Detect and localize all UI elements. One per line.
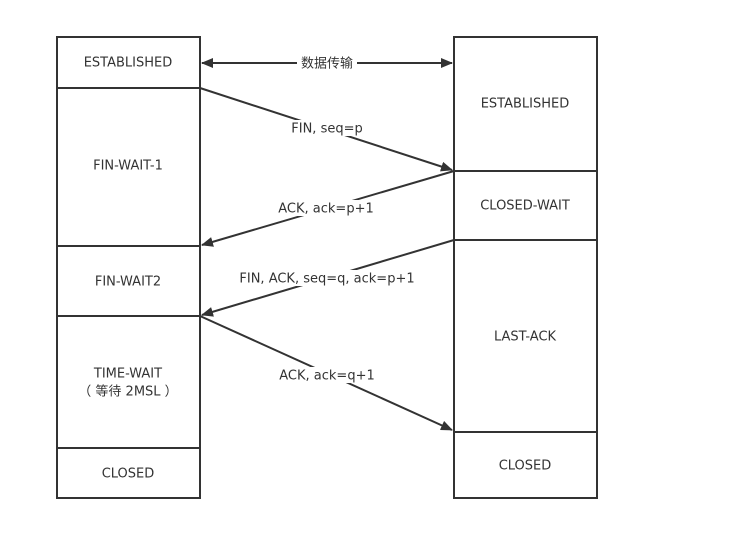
- state-client-established: ESTABLISHED: [56, 36, 201, 89]
- message-ack2: ACK, ack=q+1: [199, 315, 453, 431]
- state-sublabel: （ 等待 2MSL ）: [78, 384, 177, 400]
- state-label: ESTABLISHED: [84, 56, 173, 71]
- state-server-established: ESTABLISHED: [453, 36, 598, 172]
- state-client-closed: CLOSED: [56, 447, 201, 499]
- state-label: CLOSED: [102, 467, 155, 482]
- message-ack1: ACK, ack=p+1: [201, 170, 455, 247]
- state-closed-wait: CLOSED-WAIT: [453, 170, 598, 241]
- state-label: ESTABLISHED: [481, 97, 570, 112]
- message-fin: FIN, seq=p: [199, 87, 453, 172]
- state-time-wait: TIME-WAIT （ 等待 2MSL ）: [56, 315, 201, 449]
- state-label: LAST-ACK: [494, 330, 557, 345]
- state-fin-wait-2: FIN-WAIT2: [56, 245, 201, 317]
- state-server-closed: CLOSED: [453, 431, 598, 499]
- state-label: FIN-WAIT2: [95, 275, 161, 290]
- message-label: ACK, ack=q+1: [279, 369, 374, 384]
- message-label: 数据传输: [301, 56, 353, 72]
- state-fin-wait-1: FIN-WAIT-1: [56, 87, 201, 247]
- message-fin-ack: FIN, ACK, seq=q, ack=p+1: [201, 239, 455, 317]
- state-label: FIN-WAIT-1: [93, 159, 163, 174]
- client-state-column: ESTABLISHED FIN-WAIT-1 FIN-WAIT2 TIME-WA…: [56, 36, 201, 499]
- server-state-column: ESTABLISHED CLOSED-WAIT LAST-ACK CLOSED: [453, 36, 598, 499]
- state-label: TIME-WAIT: [93, 367, 162, 382]
- message-label: ACK, ack=p+1: [278, 202, 373, 217]
- message-label: FIN, ACK, seq=q, ack=p+1: [239, 272, 414, 287]
- message-label: FIN, seq=p: [291, 122, 362, 137]
- message-data-transfer: 数据传输: [201, 55, 453, 72]
- state-label: CLOSED-WAIT: [480, 199, 570, 214]
- state-last-ack: LAST-ACK: [453, 239, 598, 433]
- state-label: CLOSED: [499, 459, 552, 474]
